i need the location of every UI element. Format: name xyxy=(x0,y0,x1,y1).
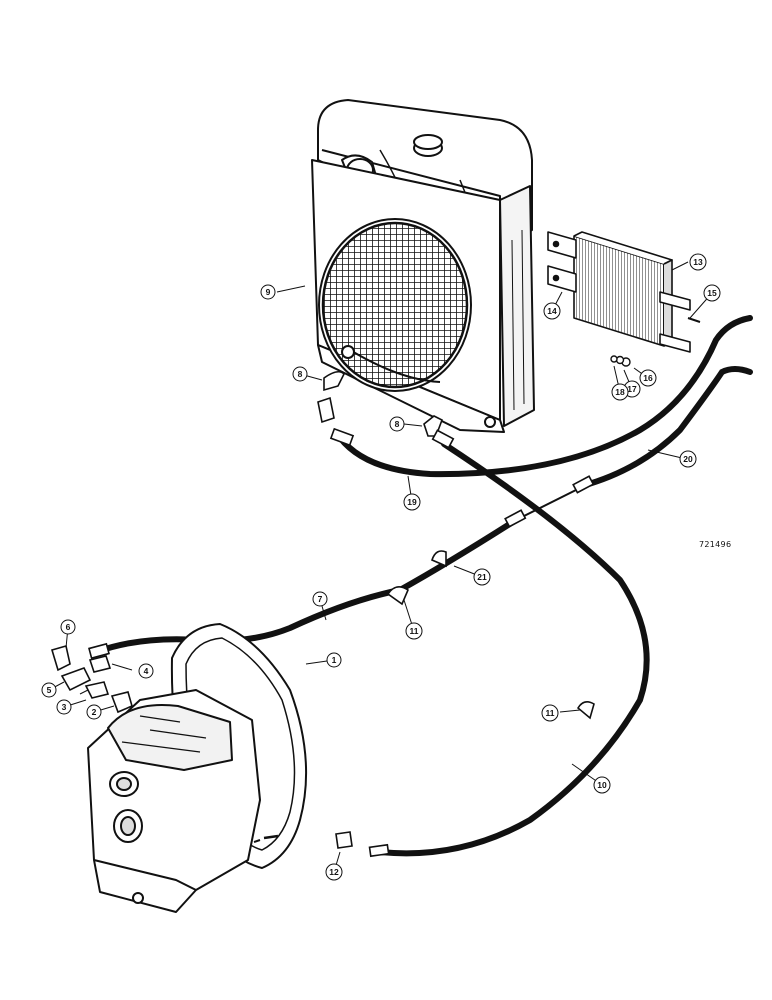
cooler-hardware xyxy=(610,317,701,367)
svg-text:5: 5 xyxy=(47,685,52,695)
oil-cooler xyxy=(547,231,691,353)
svg-text:13: 13 xyxy=(693,257,703,267)
hose-20 xyxy=(579,366,753,489)
callout-19: 19 xyxy=(403,493,421,511)
hose-7-connector xyxy=(515,485,585,521)
callout-21: 21 xyxy=(473,568,491,586)
callout-15: 15 xyxy=(703,284,721,302)
capscrew-15 xyxy=(687,317,701,323)
svg-text:16: 16 xyxy=(643,373,653,383)
transmission-fittings xyxy=(51,644,353,849)
fitting-4 xyxy=(88,655,112,673)
svg-text:1: 1 xyxy=(332,655,337,665)
callout-10: 10 xyxy=(593,776,611,794)
hose-clamps xyxy=(386,550,595,720)
radiator xyxy=(311,99,535,433)
callout-14: 14 xyxy=(543,302,561,320)
svg-text:15: 15 xyxy=(707,288,717,298)
svg-text:19: 19 xyxy=(407,497,417,507)
control-valve xyxy=(107,704,233,771)
callout-13: 13 xyxy=(689,253,707,271)
callout-5: 5 xyxy=(41,682,57,698)
clamp-11-upper xyxy=(386,586,409,606)
callout-11-a: 11 xyxy=(405,622,423,640)
svg-text:8: 8 xyxy=(395,419,400,429)
svg-text:8: 8 xyxy=(298,369,303,379)
callout-18: 18 xyxy=(611,383,629,401)
svg-text:7: 7 xyxy=(318,594,323,604)
callout-12: 12 xyxy=(325,863,343,881)
svg-text:18: 18 xyxy=(615,387,625,397)
svg-text:11: 11 xyxy=(546,708,555,718)
svg-text:2: 2 xyxy=(92,707,97,717)
svg-text:17: 17 xyxy=(627,384,637,394)
hose-10 xyxy=(377,441,650,857)
callout-16: 16 xyxy=(639,369,657,387)
callout-8-b: 8 xyxy=(389,416,405,432)
hose-fittings xyxy=(88,370,595,858)
hoses xyxy=(93,315,753,857)
elbow-6 xyxy=(51,644,71,672)
svg-text:11: 11 xyxy=(410,626,419,636)
svg-text:20: 20 xyxy=(683,454,693,464)
svg-text:14: 14 xyxy=(547,306,557,316)
svg-text:21: 21 xyxy=(477,572,487,582)
svg-text:9: 9 xyxy=(266,287,271,297)
washer-18 xyxy=(610,355,618,363)
figure-number: 721496 xyxy=(699,540,732,549)
svg-text:10: 10 xyxy=(597,780,607,790)
oil-cooler-bracket-upper xyxy=(547,231,577,259)
callout-2: 2 xyxy=(86,704,102,720)
hose-19 xyxy=(333,315,753,478)
callout-8-a: 8 xyxy=(292,366,308,382)
callout-20: 20 xyxy=(679,450,697,468)
clamp-11-lower xyxy=(576,700,595,720)
callout-4: 4 xyxy=(138,663,154,679)
tee-fitting xyxy=(60,667,92,692)
svg-text:6: 6 xyxy=(66,622,71,632)
elbow-fitting-8-upper xyxy=(323,370,345,392)
callout-9: 9 xyxy=(260,284,276,300)
callouts: 1 2 3 4 5 6 7 8 8 9 10 11 11 12 13 14 15… xyxy=(41,253,721,881)
callout-7: 7 xyxy=(312,591,328,607)
transmission xyxy=(87,623,308,913)
nipple-3 xyxy=(84,681,110,699)
hose-7 xyxy=(93,517,519,655)
callout-6: 6 xyxy=(60,619,76,635)
callout-1: 1 xyxy=(326,652,342,668)
svg-text:12: 12 xyxy=(329,867,339,877)
oil-cooler-bracket-lower xyxy=(547,265,577,293)
drain-plug-12 xyxy=(335,831,353,849)
svg-text:3: 3 xyxy=(62,702,67,712)
callout-3: 3 xyxy=(56,699,72,715)
svg-text:4: 4 xyxy=(144,666,149,676)
valve-2 xyxy=(110,691,133,714)
callout-11-b: 11 xyxy=(541,704,559,722)
clamp-21 xyxy=(431,550,447,568)
